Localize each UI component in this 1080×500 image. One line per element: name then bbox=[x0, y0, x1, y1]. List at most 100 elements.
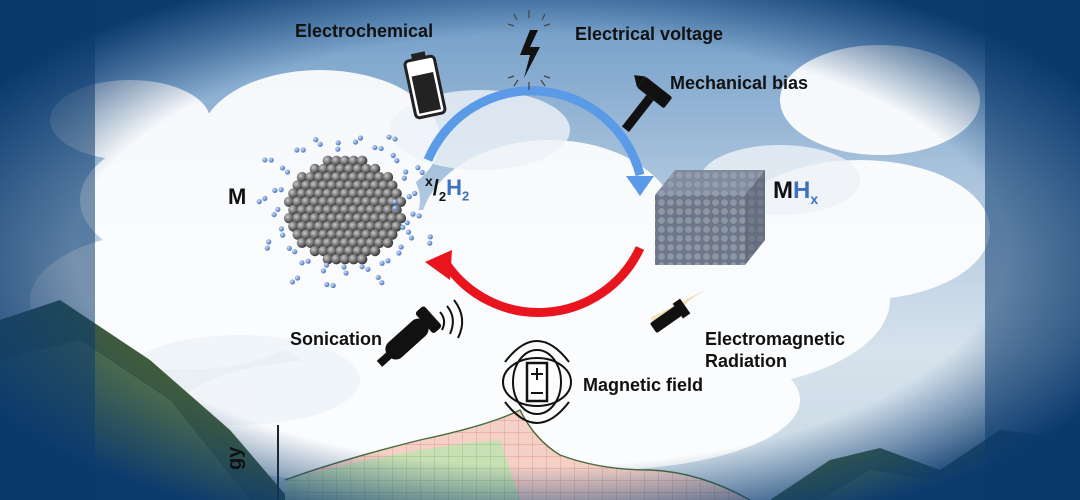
metal-atom bbox=[344, 245, 355, 257]
hydrogen-atom bbox=[365, 266, 371, 272]
metal-atom bbox=[339, 188, 351, 199]
metal-atom bbox=[301, 213, 312, 224]
metal-atom bbox=[322, 237, 333, 248]
hydrogen-atom bbox=[292, 249, 298, 255]
hydrogen-atom bbox=[419, 169, 425, 175]
magnetic-field-label: Magnetic field bbox=[583, 375, 704, 395]
metal-atom bbox=[391, 221, 402, 232]
metal-atom bbox=[292, 229, 303, 240]
hydrogen-atom bbox=[416, 213, 422, 219]
dehydrogenation-arrow bbox=[441, 246, 645, 317]
metal-atom bbox=[326, 245, 338, 257]
magnet-icon bbox=[502, 340, 572, 424]
metal-atom bbox=[322, 204, 333, 216]
hydrogen-atom bbox=[392, 205, 398, 211]
hammer-icon bbox=[621, 75, 672, 132]
metal-atom bbox=[326, 229, 338, 240]
metal-atom bbox=[387, 180, 398, 191]
metal-atom bbox=[352, 245, 364, 257]
metal-atom bbox=[292, 180, 303, 191]
hydrogen-atom bbox=[359, 264, 365, 270]
hydrogen-atom bbox=[408, 235, 415, 241]
metal-atom bbox=[365, 172, 376, 183]
metal-atom bbox=[348, 188, 359, 199]
battery-icon bbox=[403, 51, 447, 120]
metal-atom bbox=[314, 204, 325, 216]
hydrogen-atom bbox=[404, 220, 410, 226]
hydrogen-label: x/2H2 bbox=[425, 173, 470, 204]
metal-atom bbox=[326, 196, 338, 207]
hydrogen-atom bbox=[275, 206, 281, 213]
hydrogen-atom bbox=[341, 264, 347, 270]
metal-atom bbox=[348, 237, 359, 248]
hydrogen-atom bbox=[403, 169, 409, 175]
metal-atom bbox=[369, 213, 381, 224]
metal-atom bbox=[357, 221, 368, 232]
metal-atom bbox=[378, 229, 389, 240]
metal-atom bbox=[339, 204, 351, 216]
metal-atom bbox=[331, 221, 342, 232]
metal-atom bbox=[369, 180, 381, 191]
metal-atom bbox=[296, 237, 308, 248]
metal-atom bbox=[305, 204, 316, 216]
hydrogen-atom bbox=[415, 165, 421, 171]
hydrogenation-arrow bbox=[423, 86, 645, 177]
metal-atom bbox=[326, 213, 338, 224]
metal-atom bbox=[296, 221, 308, 232]
metal-atom bbox=[331, 155, 342, 166]
hydrogen-atom bbox=[278, 187, 284, 193]
metal-atom bbox=[339, 221, 351, 232]
hydrogen-atom bbox=[386, 134, 392, 140]
metal-atom bbox=[387, 213, 398, 224]
hydrogen-atom bbox=[268, 157, 274, 163]
hydrogen-atom bbox=[279, 165, 286, 171]
hydrogen-atom bbox=[335, 140, 341, 146]
metal-atom bbox=[344, 213, 355, 224]
metal-atom bbox=[318, 180, 329, 191]
hydrogen-atom bbox=[357, 135, 364, 141]
metal-atom bbox=[318, 245, 329, 257]
metal-atom bbox=[357, 188, 368, 199]
metal-atom bbox=[305, 237, 316, 248]
metal-atom bbox=[335, 163, 346, 175]
metal-atom bbox=[369, 196, 381, 207]
metal-atom bbox=[339, 172, 351, 183]
metal-atom bbox=[301, 196, 312, 207]
hydrogen-atom bbox=[320, 268, 327, 274]
hydrogen-atom bbox=[378, 145, 384, 152]
metal-atom bbox=[331, 172, 342, 183]
metal-atom bbox=[296, 204, 308, 216]
metal-atom bbox=[382, 172, 394, 183]
hydrogen-atom bbox=[398, 244, 404, 250]
metal-atom bbox=[387, 229, 398, 240]
metal-atom bbox=[357, 155, 368, 166]
metal-atom bbox=[322, 172, 333, 183]
metal-atom bbox=[365, 204, 376, 216]
metal-atom bbox=[361, 196, 372, 207]
metal-atom bbox=[365, 221, 376, 232]
hydrogen-atom bbox=[324, 281, 330, 288]
metal-atom bbox=[339, 237, 351, 248]
metal-atom bbox=[309, 245, 321, 257]
metal-atom bbox=[309, 180, 321, 191]
metal-atom bbox=[382, 237, 394, 248]
metal-atom bbox=[335, 245, 346, 257]
metal-atom bbox=[314, 237, 325, 248]
metal-atom bbox=[326, 163, 338, 175]
metal-atom bbox=[318, 229, 329, 240]
hydrogen-atom bbox=[405, 229, 412, 235]
hydrogen-atom bbox=[396, 250, 402, 256]
hydrogen-atom bbox=[401, 175, 407, 181]
metal-hydride-label: MHx bbox=[773, 177, 819, 207]
metal-atom bbox=[391, 188, 402, 199]
metal-atom bbox=[344, 163, 355, 175]
metal-atom bbox=[288, 221, 299, 232]
metal-atom bbox=[335, 196, 346, 207]
metal-atom bbox=[365, 237, 376, 248]
hydrogen-atom bbox=[317, 141, 323, 147]
metal-atom bbox=[305, 172, 316, 183]
metal-label: M bbox=[228, 184, 247, 209]
